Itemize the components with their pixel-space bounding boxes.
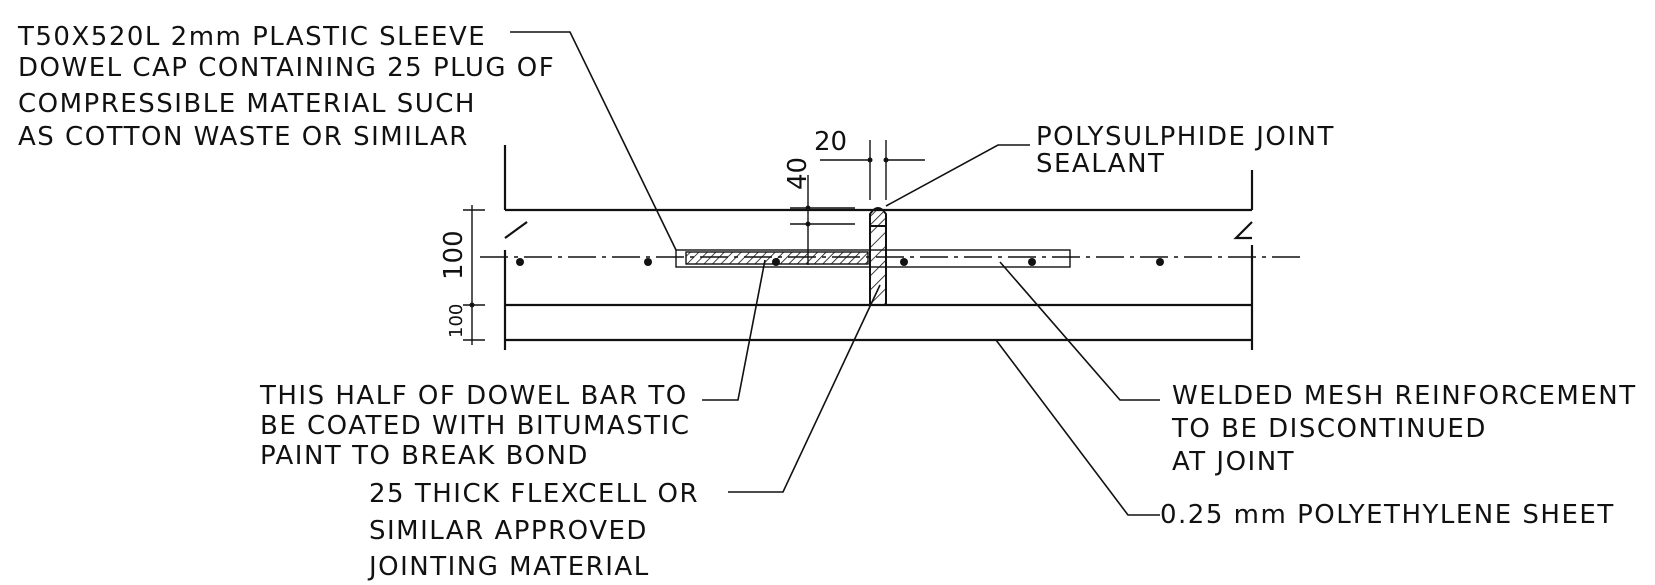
svg-text:T50X520L 2mm PLASTIC SLEEVE: T50X520L 2mm PLASTIC SLEEVE	[17, 22, 486, 52]
leader-dowel-half	[702, 259, 766, 401]
svg-text:POLYSULPHIDE JOINT: POLYSULPHIDE JOINT	[1036, 122, 1335, 152]
svg-text:AT JOINT: AT JOINT	[1172, 447, 1295, 477]
label-flexcell: 25 THICK FLEXCELL OR SIMILAR APPROVED JO…	[367, 479, 699, 582]
dimension-joint-width: 20	[814, 127, 925, 200]
leader-polyethylene	[995, 339, 1160, 516]
svg-text:DOWEL CAP CONTAINING 25 PLUG O: DOWEL CAP CONTAINING 25 PLUG OF	[18, 53, 555, 83]
dimension-40: 40	[783, 157, 813, 190]
dimension-20: 20	[814, 127, 847, 157]
flexcell-joint-filler	[869, 225, 887, 306]
svg-text:SIMILAR APPROVED: SIMILAR APPROVED	[369, 516, 648, 546]
svg-text:TO BE DISCONTINUED: TO BE DISCONTINUED	[1171, 414, 1487, 444]
leader-mesh	[999, 261, 1160, 401]
svg-text:BE COATED WITH BITUMASTIC: BE COATED WITH BITUMASTIC	[260, 411, 690, 441]
leader-dowel-cap	[510, 31, 677, 251]
dimension-slab-thickness: 100 100	[439, 205, 485, 345]
label-sealant: POLYSULPHIDE JOINT SEALANT	[1036, 122, 1335, 179]
svg-text:THIS HALF OF DOWEL BAR TO: THIS HALF OF DOWEL BAR TO	[259, 381, 688, 411]
dimension-100-base: 100	[446, 304, 467, 338]
leader-flexcell	[728, 284, 881, 493]
svg-text:PAINT TO BREAK BOND: PAINT TO BREAK BOND	[260, 441, 589, 471]
label-dowel-half: THIS HALF OF DOWEL BAR TO BE COATED WITH…	[259, 381, 690, 471]
dimension-100-slab: 100	[439, 230, 469, 280]
label-polyethylene: 0.25 mm POLYETHYLENE SHEET	[1160, 500, 1615, 530]
dimension-sealant-depth: 40	[783, 157, 855, 265]
svg-text:WELDED MESH REINFORCEMENT: WELDED MESH REINFORCEMENT	[1172, 381, 1637, 411]
svg-text:25 THICK FLEXCELL OR: 25 THICK FLEXCELL OR	[369, 479, 699, 509]
label-mesh: WELDED MESH REINFORCEMENT TO BE DISCONTI…	[1171, 381, 1637, 477]
joint-sealant	[869, 207, 887, 227]
svg-text:JOINTING MATERIAL: JOINTING MATERIAL	[367, 552, 650, 582]
svg-text:COMPRESSIBLE MATERIAL SUCH: COMPRESSIBLE MATERIAL SUCH	[18, 89, 476, 119]
svg-text:AS COTTON WASTE OR SIMILAR: AS COTTON WASTE OR SIMILAR	[18, 122, 469, 152]
mesh-bars	[516, 258, 1164, 266]
svg-text:SEALANT: SEALANT	[1036, 149, 1165, 179]
leader-sealant	[885, 144, 1030, 207]
label-dowel-cap: T50X520L 2mm PLASTIC SLEEVE DOWEL CAP CO…	[17, 22, 555, 152]
